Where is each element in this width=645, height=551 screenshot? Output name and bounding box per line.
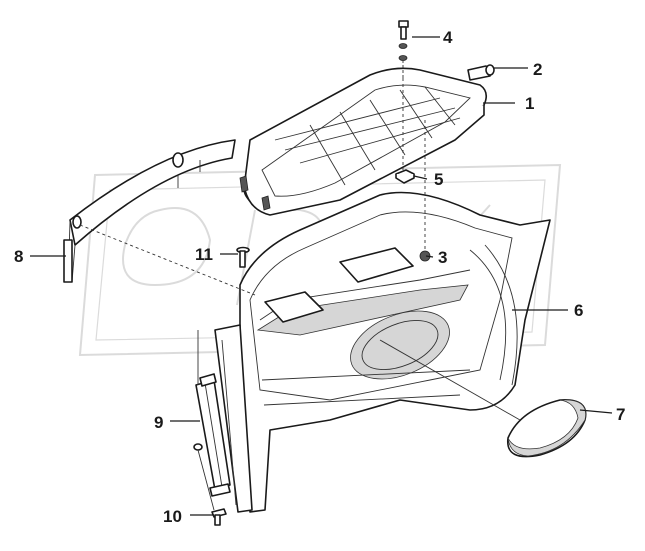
callout-9: 9 [154,413,163,432]
callout-2: 2 [533,60,542,79]
callout-3: 3 [438,248,447,267]
part-9-bracket [193,373,231,497]
callout-8: 8 [14,247,23,266]
callout-5: 5 [434,170,443,189]
callout-6: 6 [574,301,583,320]
leader-lines [30,36,613,516]
callout-7: 7 [616,405,625,424]
part-2-screw [467,64,495,81]
callout-10: 10 [163,507,182,526]
part-7-oval-cover [507,399,587,458]
callout-1: 1 [525,94,534,113]
part-10-clip [211,508,227,526]
callout-11: 11 [195,245,213,264]
part-11-screw [236,246,250,268]
part-1-shelf-grid [239,67,488,216]
part-6-side-panel [214,191,551,513]
part-8-strip [63,139,236,283]
callout-labels: 4 2 1 5 3 6 7 8 9 10 11 [14,28,625,526]
callout-4: 4 [443,28,453,47]
part-4-bolt [398,20,409,78]
part-5-clip [395,169,415,184]
